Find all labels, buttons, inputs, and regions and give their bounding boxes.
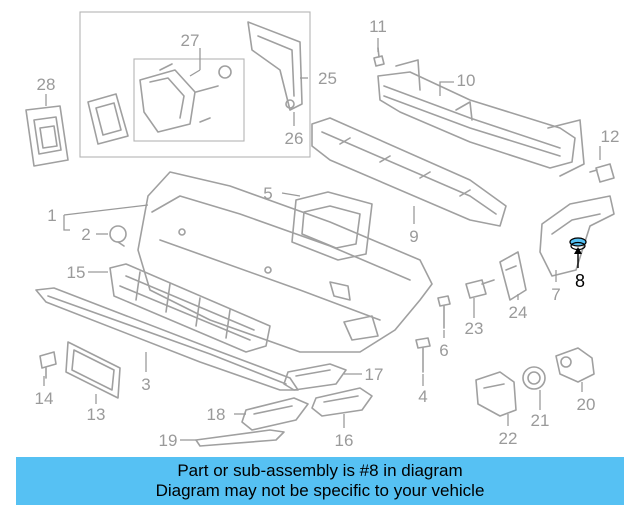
callout-26: 26 — [285, 129, 304, 148]
part-9-energy-absorber[interactable] — [311, 117, 507, 227]
part-8-leader — [574, 247, 582, 268]
part-5-bracket[interactable] — [291, 191, 373, 261]
part-24-bracket[interactable] — [499, 251, 527, 301]
callout-13: 13 — [87, 405, 106, 424]
part-21-ring[interactable] — [522, 366, 546, 390]
callout-11: 11 — [369, 17, 387, 36]
part-27-camera-module[interactable] — [87, 63, 232, 145]
part-14-clip[interactable] — [39, 351, 57, 379]
part-7-side-bracket[interactable] — [539, 195, 615, 277]
callout-21: 21 — [531, 411, 550, 430]
part-19-moulding[interactable] — [195, 429, 285, 447]
callout-5: 5 — [263, 184, 272, 203]
banner-line-2: Diagram may not be specific to your vehi… — [155, 481, 485, 500]
part-17-trim[interactable] — [283, 363, 347, 391]
part-23-connector[interactable] — [465, 279, 495, 299]
banner-line-1: Part or sub-assembly is #8 in diagram — [177, 461, 463, 480]
part-16-trim[interactable] — [311, 387, 373, 417]
inset-box — [79, 11, 311, 158]
part-2-cap[interactable] — [109, 225, 127, 247]
part-15-grille[interactable] — [109, 263, 271, 353]
callout-17: 17 — [365, 365, 384, 384]
part-13-plate-bracket[interactable] — [65, 341, 121, 399]
callout-9: 9 — [409, 227, 418, 246]
callout-14: 14 — [35, 389, 54, 408]
part-11-bolt[interactable] — [373, 47, 385, 67]
part-10-impact-bar[interactable] — [377, 59, 585, 177]
callout-22: 22 — [499, 429, 518, 448]
part-25-26-bracket[interactable] — [247, 21, 303, 111]
part-20-sensor[interactable] — [555, 347, 595, 383]
callout-24: 24 — [509, 303, 528, 322]
callout-19: 19 — [159, 431, 178, 450]
part-1-bumper-cover[interactable] — [137, 171, 433, 353]
part-12-bolt[interactable] — [589, 163, 615, 183]
callout-4: 4 — [418, 387, 427, 406]
callout-3: 3 — [141, 375, 150, 394]
callout-15: 15 — [67, 263, 86, 282]
callout-8[interactable]: 8 — [575, 271, 585, 291]
callout-6: 6 — [439, 341, 448, 360]
callout-7: 7 — [551, 285, 560, 304]
callout-10: 10 — [457, 71, 476, 90]
callout-16: 16 — [335, 431, 354, 450]
part-28-sensor-housing[interactable] — [25, 105, 69, 167]
callout-25: 25 — [318, 69, 337, 88]
part-8-clip[interactable] — [569, 237, 587, 251]
part-6-bolt[interactable] — [437, 295, 451, 329]
info-banner: Part or sub-assembly is #8 in diagram Di… — [16, 457, 624, 505]
callout-12: 12 — [601, 127, 620, 146]
callout-1: 1 — [47, 206, 56, 225]
callout-2: 2 — [81, 225, 90, 244]
callout-20: 20 — [577, 395, 596, 414]
callout-28: 28 — [37, 75, 56, 94]
callout-27: 27 — [181, 31, 200, 50]
callout-18: 18 — [207, 405, 226, 424]
part-18-trim[interactable] — [241, 397, 309, 431]
part-4-bolt[interactable] — [415, 337, 431, 373]
part-22-bracket[interactable] — [475, 371, 517, 417]
callout-labels: 28 27 25 26 11 10 12 5 1 2 9 8 7 15 23 2… — [35, 17, 620, 450]
callout-23: 23 — [465, 319, 484, 338]
leader-lines — [43, 38, 601, 441]
